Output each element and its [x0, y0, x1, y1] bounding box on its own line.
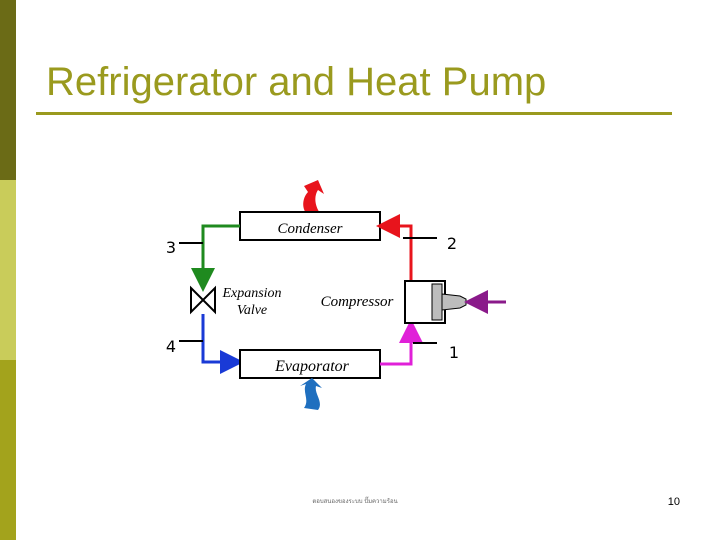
expansion-valve-icon [190, 285, 216, 315]
sidebar-segment-top [0, 0, 16, 180]
line-compressor-to-condenser [376, 214, 413, 280]
state-4-marker: 4 [166, 337, 203, 356]
state-2-marker: 2 [403, 234, 457, 253]
state-1-label: 1 [449, 343, 459, 362]
line-condenser-to-valve [191, 224, 240, 292]
evaporator-label: Evaporator [274, 358, 350, 375]
state-1-marker: 1 [413, 342, 459, 362]
line-evaporator-to-compressor [380, 319, 423, 366]
footer-note: ตอบสนองของระบบ ปั๊มความร้อน [312, 499, 398, 505]
expansion-valve-label-line2: Valve [237, 303, 267, 318]
heat-out-arrow [303, 180, 324, 218]
compressor-rod [441, 293, 467, 311]
state-4-label: 4 [166, 337, 176, 356]
expansion-valve-label-line1: Expansion [221, 286, 281, 301]
sidebar-segment-middle [0, 180, 16, 360]
state-2-label: 2 [447, 234, 457, 253]
title-underline [36, 112, 672, 115]
state-3-label: 3 [166, 238, 176, 257]
compressor-piston [431, 283, 443, 321]
page-number: 10 [667, 496, 680, 508]
line-valve-to-evaporator [201, 314, 244, 374]
slide-title: Refrigerator and Heat Pump [46, 60, 547, 104]
heat-in-arrow [300, 378, 322, 410]
state-3-marker: 3 [166, 238, 203, 257]
compressor-label: Compressor [321, 294, 394, 310]
condenser-label: Condenser [278, 221, 343, 237]
sidebar-segment-bottom [0, 360, 16, 540]
